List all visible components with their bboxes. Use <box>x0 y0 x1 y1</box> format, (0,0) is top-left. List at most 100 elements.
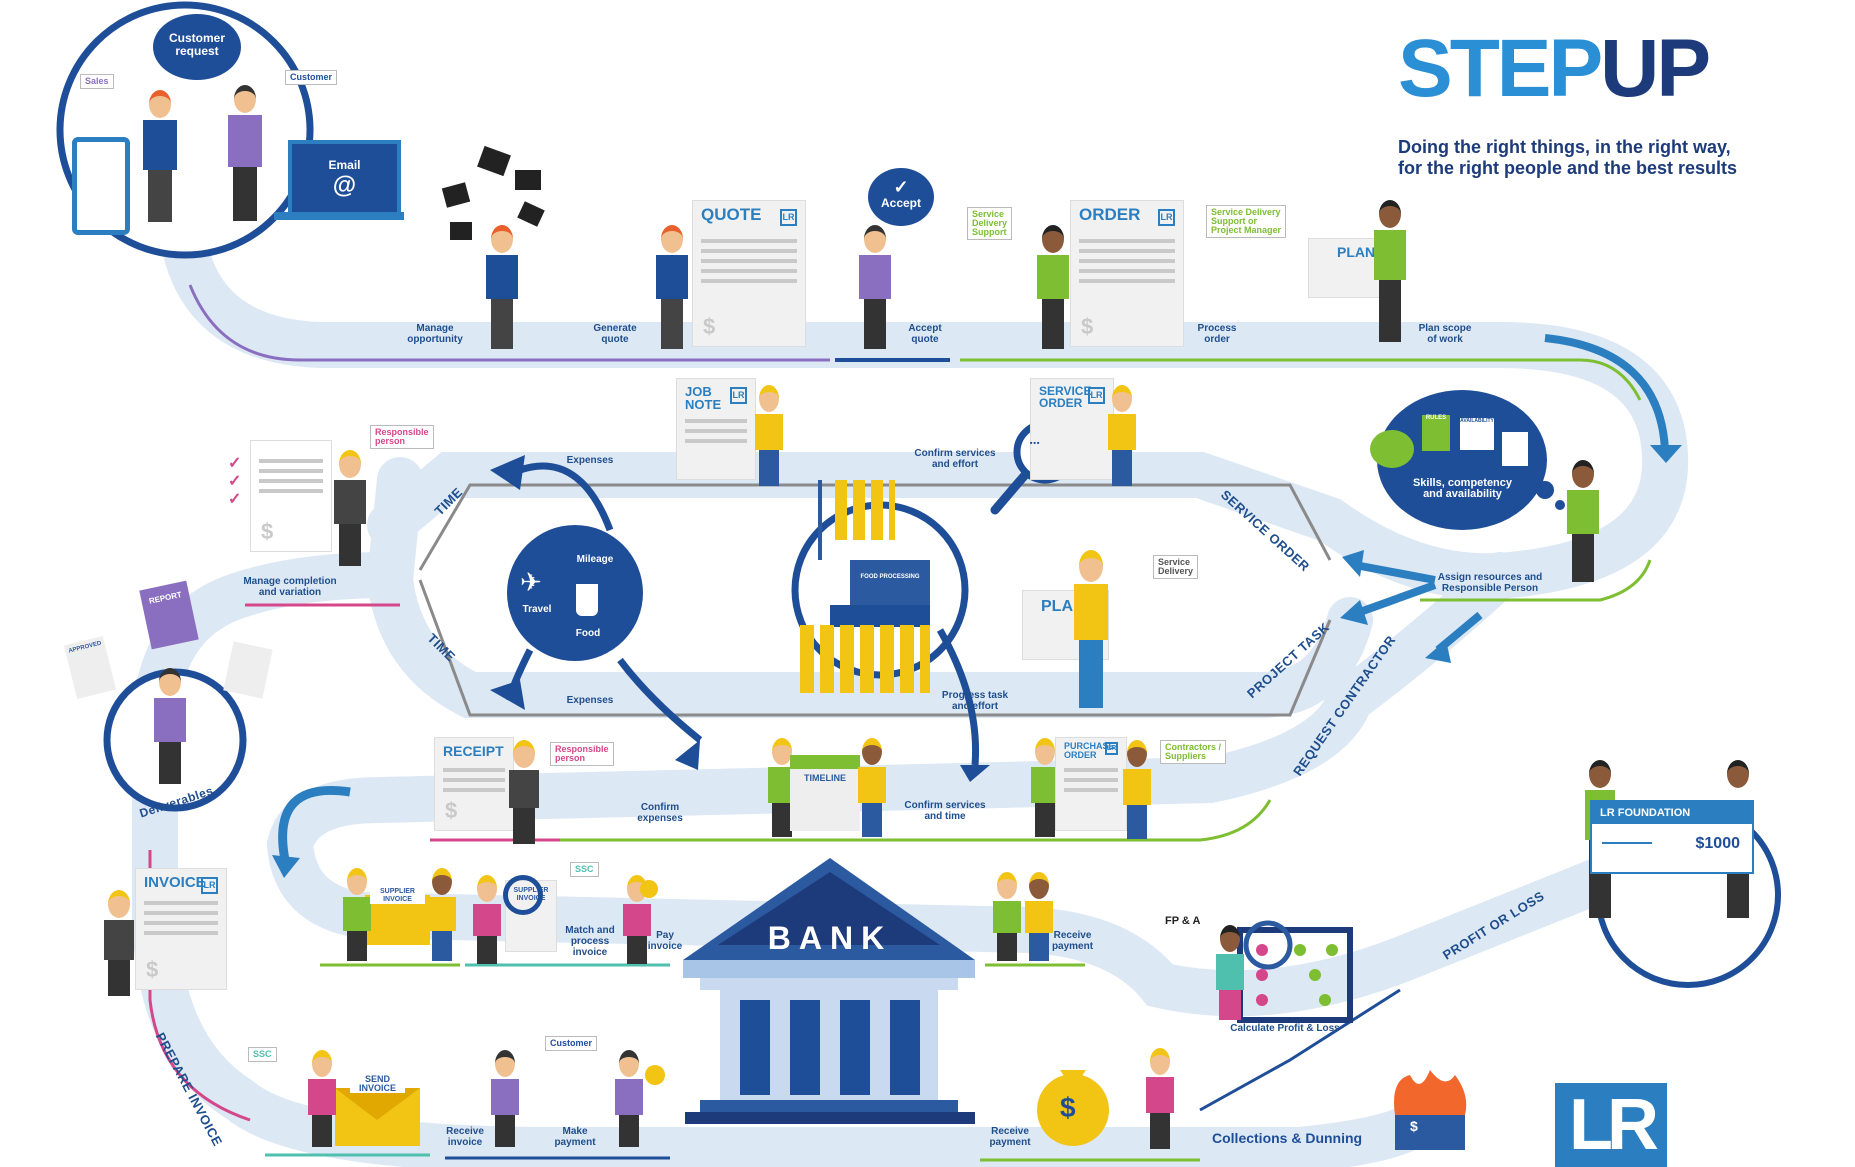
tag-customer-bottom: Customer <box>545 1036 598 1051</box>
report-label: REPORT <box>148 590 183 606</box>
dollar-icon-completion: $ <box>261 519 274 544</box>
fire-dollar-icon: $ <box>1410 1118 1418 1134</box>
brand-step: STEP <box>1398 23 1603 114</box>
step-make-payment: Make payment <box>554 1126 596 1148</box>
step-expenses-bottom: Expenses <box>566 695 614 706</box>
team-workers-top <box>835 480 895 540</box>
step-plan-scope: Plan scope of work <box>1418 323 1472 345</box>
rules-icon: RULES <box>1422 415 1450 451</box>
laptop-icon: Email @ <box>288 140 401 220</box>
accept-bubble: ✓ Accept <box>868 168 934 226</box>
person-rp-assign <box>1563 460 1603 582</box>
brand-up: UP <box>1600 23 1711 114</box>
wind-turbine-icon <box>818 480 822 560</box>
laptop-base <box>274 212 404 220</box>
certificate-icon <box>1502 432 1528 466</box>
worker-job-note <box>752 385 786 486</box>
person-manager <box>482 225 522 349</box>
timeline-calendar: TIMELINE <box>790 755 860 831</box>
lr-mark-job: LR <box>730 387 747 404</box>
cup-icon <box>576 584 598 616</box>
lr-logo-text: LR <box>1569 1085 1659 1165</box>
checklist-icon: ✓✓✓ <box>228 455 242 508</box>
person-customer-receive <box>488 1050 522 1147</box>
receipt-document: RECEIPT $ <box>434 737 514 831</box>
person-customer <box>225 85 265 221</box>
lr-logo: LR <box>1555 1083 1667 1167</box>
step-receive-payment-1: Receive payment <box>1051 930 1094 952</box>
mileage-label: Mileage <box>576 554 614 565</box>
step-confirm-services-effort: Confirm services and effort <box>914 448 996 470</box>
customer-request-bubble: Customer request <box>153 14 241 80</box>
order-document: ORDER LR $ <box>1070 200 1184 347</box>
invoice-title: INVOICE <box>144 874 206 891</box>
service-order-document: SERVICE ORDER LR <box>1030 378 1114 480</box>
tag-service-delivery-support: Service Delivery Support <box>967 207 1013 240</box>
dollar-icon-receipt: $ <box>445 798 458 823</box>
person-rp-receipt <box>505 740 543 844</box>
person-customer-pay <box>612 1050 646 1147</box>
food-processing-label: FOOD PROCESSING <box>860 574 920 580</box>
tag-contractors-suppliers: Contractors / Suppliers <box>1160 740 1227 764</box>
send-invoice-label: SEND INVOICE <box>350 1075 405 1093</box>
plan-title-mid: PLAN <box>1041 598 1085 615</box>
step-match-process: Match and process invoice <box>565 925 615 958</box>
brand-tagline: Doing the right things, in the right way… <box>1398 137 1738 178</box>
person-receive-payment-1 <box>990 872 1024 961</box>
purchase-order-title: PURCHASE ORDER <box>1064 741 1115 760</box>
lr-mark-invoice: LR <box>201 877 218 894</box>
person-ssc-match <box>470 875 504 964</box>
foundation-cheque: LR FOUNDATION $1000 <box>1590 800 1754 874</box>
step-confirm-services-time: Confirm services and time <box>904 800 986 822</box>
factory-icon: FOOD PROCESSING <box>850 560 930 605</box>
team-workers <box>800 625 930 693</box>
food-label: Food <box>575 628 601 639</box>
person-supplier-1 <box>340 868 374 961</box>
rules-label: RULES <box>1425 415 1447 421</box>
person-sds <box>1033 225 1073 349</box>
at-icon: @ <box>332 172 357 199</box>
person-ssc-send <box>305 1050 339 1147</box>
person-customer-accept <box>855 225 895 349</box>
check-icon: ✓ <box>893 177 909 197</box>
quote-document: QUOTE LR $ <box>692 200 806 347</box>
person-rp-completion <box>330 450 370 566</box>
person-collections <box>1143 1048 1177 1149</box>
address-text: ■ ■ ■ <box>1030 440 1040 445</box>
lr-mark-so: LR <box>1088 387 1105 404</box>
quote-title: QUOTE <box>701 205 762 224</box>
magnifier-small <box>503 875 543 915</box>
juggling-boxes-icon <box>440 145 550 240</box>
person-quote <box>652 225 692 349</box>
person-invoice <box>100 890 138 996</box>
supplier-invoice-envelope-label: SUPPLIER INVOICE <box>370 888 425 904</box>
job-note-title: JOB NOTE <box>685 384 722 412</box>
job-note-document: JOB NOTE LR <box>676 378 756 480</box>
worker-receive-payment <box>1022 872 1056 961</box>
signature-line <box>1602 842 1652 844</box>
cheque-amount: $1000 <box>1695 835 1741 852</box>
brain-icon <box>1370 430 1414 468</box>
worker-plan <box>1070 550 1112 710</box>
person-purchase-order <box>1028 738 1062 837</box>
step-accept-quote: Accept quote <box>908 323 942 345</box>
availability-label: AVAILABILITY <box>1460 418 1494 424</box>
coin-bag-customer <box>645 1065 665 1085</box>
step-manage-completion: Manage completion and variation <box>243 576 337 598</box>
step-confirm-expenses: Confirm expenses <box>637 802 683 824</box>
email-label: Email <box>328 158 361 172</box>
tag-responsible-person-2: Responsible person <box>550 742 614 766</box>
skills-label: Skills, competency and availability <box>1412 477 1513 500</box>
step-process-order: Process order <box>1197 323 1237 345</box>
step-manage-opportunity: Manage opportunity <box>407 323 463 345</box>
dollar-icon-invoice: $ <box>146 957 159 982</box>
invoice-document: INVOICE LR $ <box>135 868 227 990</box>
plan-title-top: PLAN <box>1337 244 1376 260</box>
timeline-label: TIMELINE <box>804 773 846 783</box>
lr-mark: LR <box>780 209 797 226</box>
worker-contractor <box>1120 740 1154 839</box>
step-receive-invoice: Receive invoice <box>446 1126 484 1148</box>
purchase-order-document: PURCHASE ORDER LR <box>1055 737 1127 831</box>
person-deliverables <box>150 668 190 784</box>
